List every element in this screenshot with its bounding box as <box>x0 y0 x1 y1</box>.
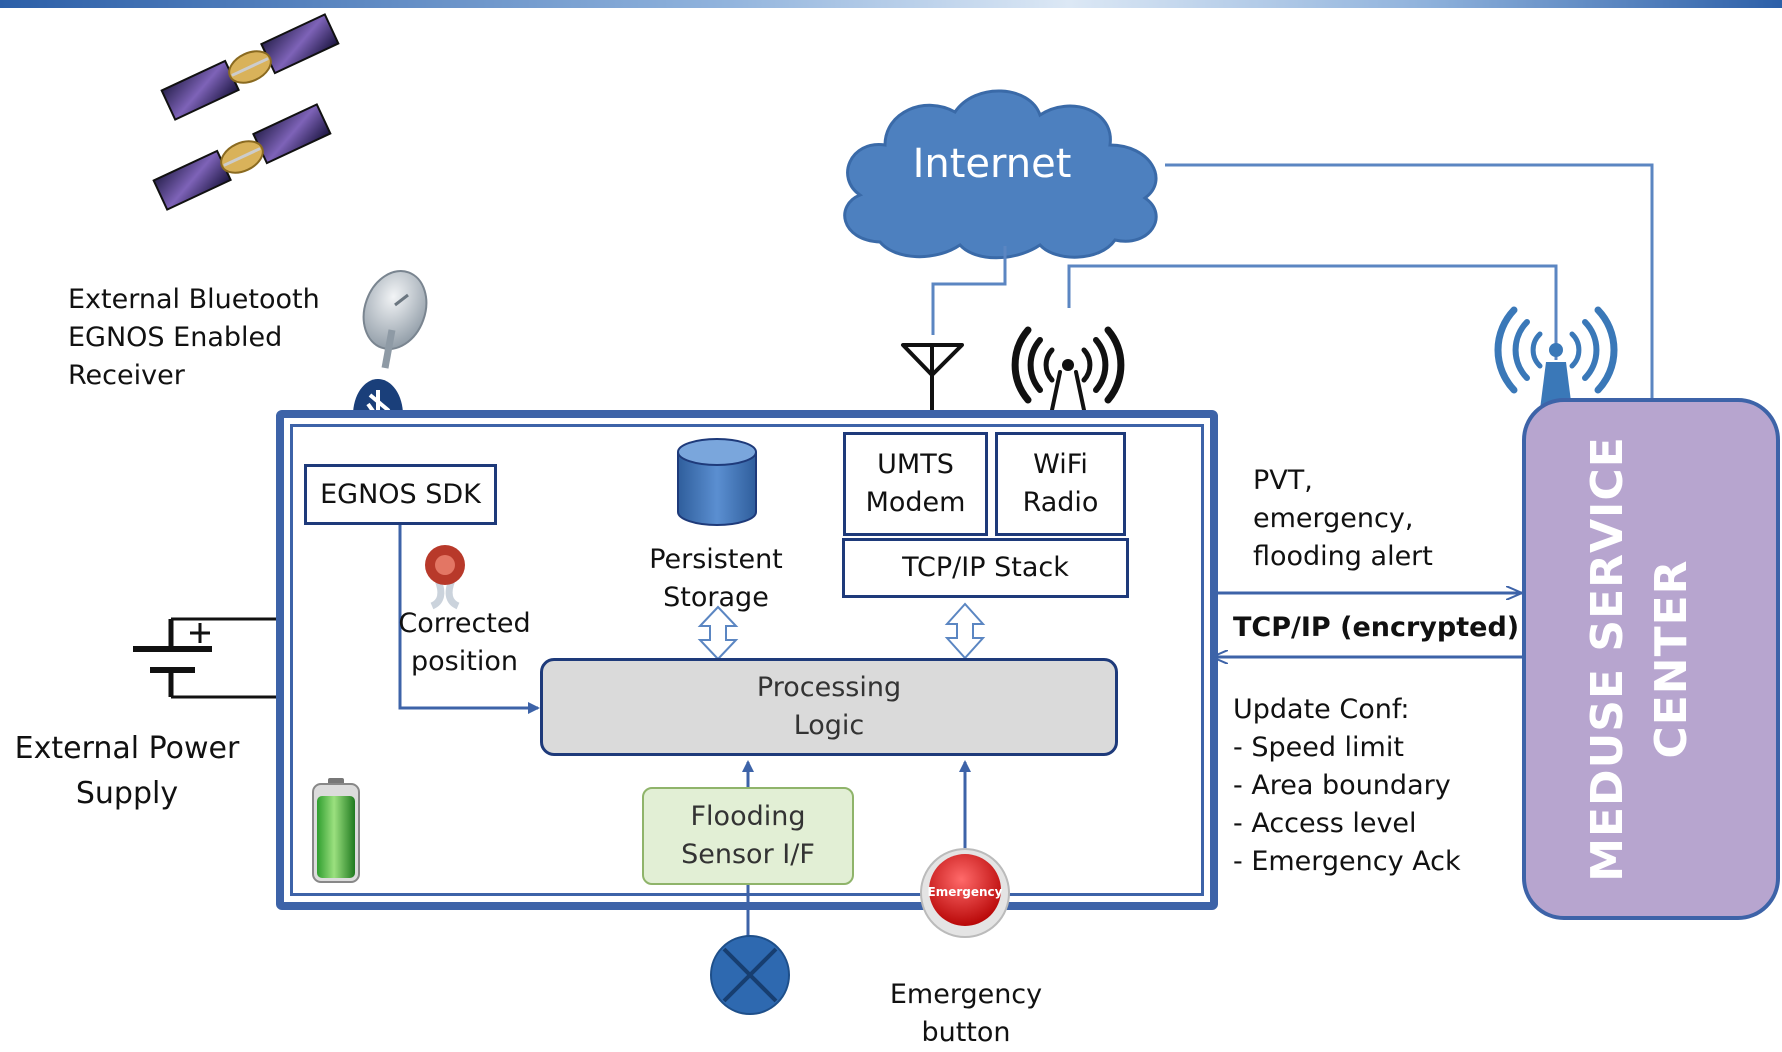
cloud-icon <box>843 89 1158 260</box>
wifi-line-2: Radio <box>1022 487 1099 518</box>
umts-modem-box: UMTS Modem <box>843 432 988 536</box>
flooding-line-1: Flooding <box>690 801 806 832</box>
persistent-storage-label: Persistent Storage <box>649 544 783 613</box>
tcpip-stack-box: TCP/IP Stack <box>842 538 1129 598</box>
processing-line-2: Logic <box>793 710 865 741</box>
service-center-box <box>1522 398 1780 920</box>
internet-label: Internet <box>912 141 1072 187</box>
antenna-icon <box>901 343 964 410</box>
uplink-label: PVT, emergency, flooding alert <box>1253 465 1433 572</box>
stack-link-arrow <box>944 602 986 660</box>
dc-source-icon <box>133 617 281 699</box>
receiver-label: External Bluetooth EGNOS Enabled Receive… <box>68 284 320 391</box>
power-supply-label: External Power Supply <box>14 731 240 811</box>
tcpip-stack-label: TCP/IP Stack <box>902 552 1069 583</box>
flooding-line-2: Sensor I/F <box>681 839 815 870</box>
corrected-position-label: Corrected position <box>398 608 531 677</box>
wifi-line-1: WiFi <box>1033 449 1088 480</box>
top-banner <box>0 0 1782 8</box>
emergency-button-label: Emergency <box>928 885 1003 899</box>
satellite-icon <box>152 103 332 211</box>
processing-logic-box: Processing Logic <box>540 658 1118 756</box>
pin-icon <box>425 545 465 610</box>
satellite-icon <box>160 13 340 121</box>
flooding-sensor-box: Flooding Sensor I/F <box>642 787 854 885</box>
emergency-button-icon[interactable]: Emergency <box>920 848 1010 938</box>
processing-line-1: Processing <box>756 672 902 703</box>
service-center-label: MEDUSE SERVICE CENTER <box>1582 436 1697 882</box>
sensor-icon <box>710 935 790 1015</box>
emergency-button-caption: Emergency button <box>889 979 1043 1048</box>
egnos-sdk-box: EGNOS SDK <box>304 464 497 525</box>
wifi-radio-box: WiFi Radio <box>995 432 1126 536</box>
tcpip-encrypted-label: TCP/IP (encrypted) <box>1233 612 1520 643</box>
egnos-sdk-label: EGNOS SDK <box>320 478 481 510</box>
database-icon <box>677 438 757 526</box>
wifi-signal-icon <box>1011 326 1125 412</box>
battery-icon <box>312 778 360 883</box>
dish-icon <box>362 270 428 369</box>
umts-line-2: Modem <box>865 487 966 518</box>
umts-line-1: UMTS <box>877 449 954 480</box>
update-conf-label: Update Conf: - Speed limit - Area bounda… <box>1233 694 1461 877</box>
